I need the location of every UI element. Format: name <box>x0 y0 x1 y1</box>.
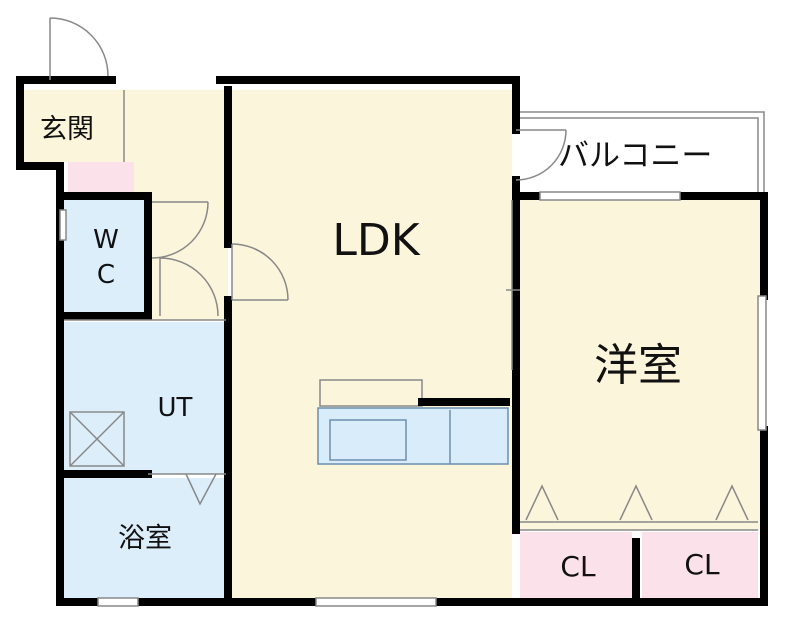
cl-left-label: CL <box>560 550 596 583</box>
cl-right-label: CL <box>684 548 720 581</box>
yokushitsu-floor <box>64 478 226 598</box>
door-swing-icon <box>49 17 567 506</box>
kitchen-counter-icon <box>317 379 510 465</box>
windows <box>59 191 767 607</box>
cl-left-floor <box>520 532 632 598</box>
ut-floor <box>64 322 226 474</box>
balcony-label: バルコニー <box>558 138 712 174</box>
cl-right-floor <box>642 532 758 598</box>
genkan-step-floor <box>68 162 134 192</box>
balcony-outline <box>516 111 765 196</box>
walls <box>16 76 768 606</box>
floors <box>24 90 760 600</box>
genkan-floor <box>24 90 124 162</box>
ut-label: UT <box>158 393 193 423</box>
wc-label-w: W <box>93 225 119 255</box>
yoshitsu-label: 洋室 <box>594 340 682 391</box>
ldk-label: LDK <box>332 215 420 266</box>
genkan-label: 玄関 <box>40 114 94 145</box>
thin-partitions <box>64 90 758 531</box>
washer-pan-icon <box>69 411 125 467</box>
wc-floor <box>64 198 144 312</box>
yoshitsu-floor <box>516 196 760 530</box>
ldk-floor <box>232 90 512 600</box>
triangle-marker-icon <box>525 484 749 521</box>
wc-label-c: C <box>97 260 115 290</box>
yokushitsu-label: 浴室 <box>118 523 172 554</box>
